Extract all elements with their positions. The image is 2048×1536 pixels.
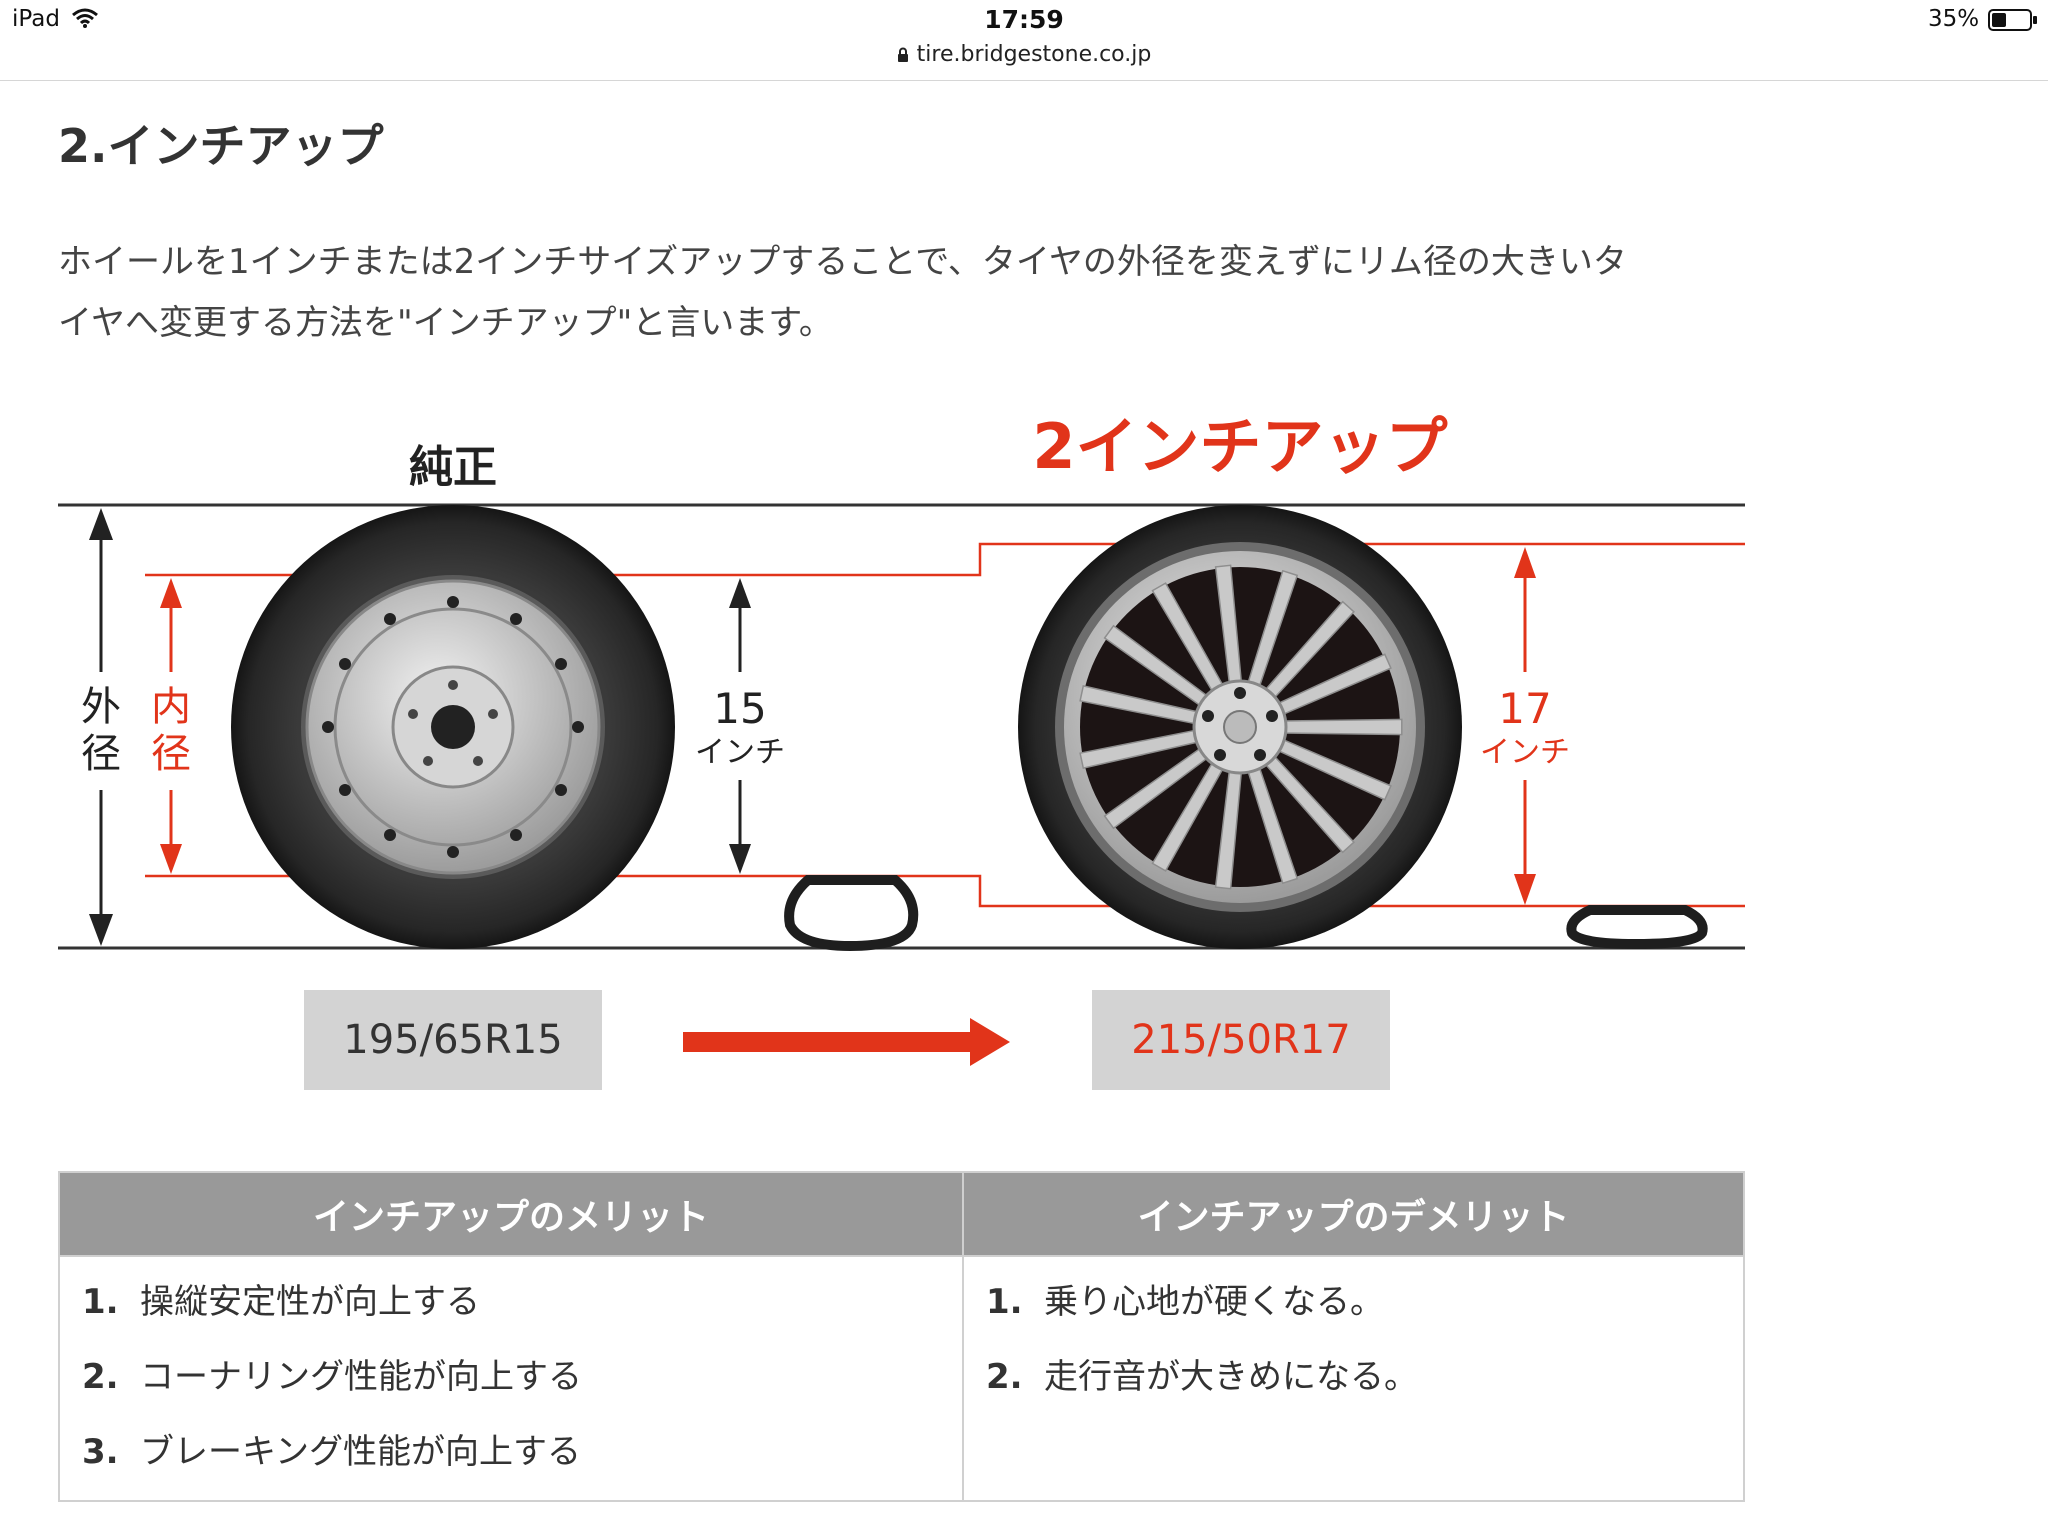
intro-line-2: イヤへ変更する方法を"インチアップ"と言います。 (58, 303, 833, 343)
oem-rim-unit: インチ (695, 735, 785, 770)
demerit-item: 1.乗り心地が硬くなる。 (986, 1282, 1384, 1322)
merit-header: インチアップのメリット (58, 1171, 964, 1257)
merit-demerit-table: インチアップのメリット インチアップのデメリット 1.操縦安定性が向上する 2.… (58, 1171, 1745, 1502)
inch-up-tire (1018, 505, 1462, 949)
demerit-header: インチアップのデメリット (962, 1171, 1745, 1257)
outer-diameter-arrow (89, 508, 113, 946)
merit-list: 1.操縦安定性が向上する 2.コーナリング性能が向上する 3.ブレーキング性能が… (58, 1255, 964, 1502)
status-time: 17:59 (984, 5, 1064, 34)
oem-tire (231, 505, 675, 949)
size-change-arrow (683, 1018, 1010, 1066)
merit-item: 3.ブレーキング性能が向上する (82, 1432, 581, 1472)
wheel-spokes (1079, 564, 1403, 890)
intro-line-1: ホイールを1インチまたは2インチサイズアップすることで、タイヤの外径を変えずにリ… (58, 242, 1627, 282)
oem-rim-size: 15 (713, 684, 766, 733)
inch-up-title: 2インチアップ (1032, 410, 1447, 483)
status-bar: iPad 17:59 tire.bridgestone.co.jp 35% (0, 0, 2048, 81)
url-text: tire.bridgestone.co.jp (916, 42, 1152, 67)
device-name: iPad (12, 6, 60, 32)
inner-diameter-label-2: 径 (151, 731, 191, 777)
address-bar[interactable]: tire.bridgestone.co.jp (0, 42, 2048, 67)
inner-diameter-arrow (160, 578, 182, 874)
battery-icon (1988, 9, 2037, 31)
outer-diameter-label-1: 外 (81, 684, 121, 730)
oem-tire-profile (784, 875, 919, 952)
inch-up-rim-size: 17 (1498, 684, 1551, 733)
inch-up-diagram: 純正 2インチアップ 外 径 内 径 (58, 410, 1745, 1066)
outer-diameter-label-2: 径 (81, 731, 121, 777)
intro-text: ホイールを1インチまたは2インチサイズアップすることで、タイヤの外径を変えずにリ… (58, 232, 1758, 354)
demerit-item: 2.走行音が大きめになる。 (986, 1357, 1418, 1397)
inch-up-rim-unit: インチ (1480, 735, 1570, 770)
inch-up-tire-size: 215/50R17 (1092, 990, 1390, 1090)
page-title: 2.インチアップ (58, 119, 384, 173)
wheel-spoke (1282, 718, 1403, 736)
oem-title: 純正 (409, 442, 497, 493)
oem-rim-arrow (729, 578, 751, 874)
lock-icon (897, 47, 908, 62)
inch-up-tire-profile (1566, 905, 1708, 950)
merit-item: 2.コーナリング性能が向上する (82, 1357, 582, 1397)
oem-tire-size: 195/65R15 (304, 990, 602, 1090)
wifi-icon (72, 8, 98, 28)
inch-up-rim-arrow (1514, 547, 1536, 905)
battery-percent: 35% (1928, 6, 1980, 32)
merit-item: 1.操縦安定性が向上する (82, 1282, 480, 1322)
demerit-list: 1.乗り心地が硬くなる。 2.走行音が大きめになる。 (962, 1255, 1745, 1502)
inner-diameter-label-1: 内 (151, 684, 191, 730)
